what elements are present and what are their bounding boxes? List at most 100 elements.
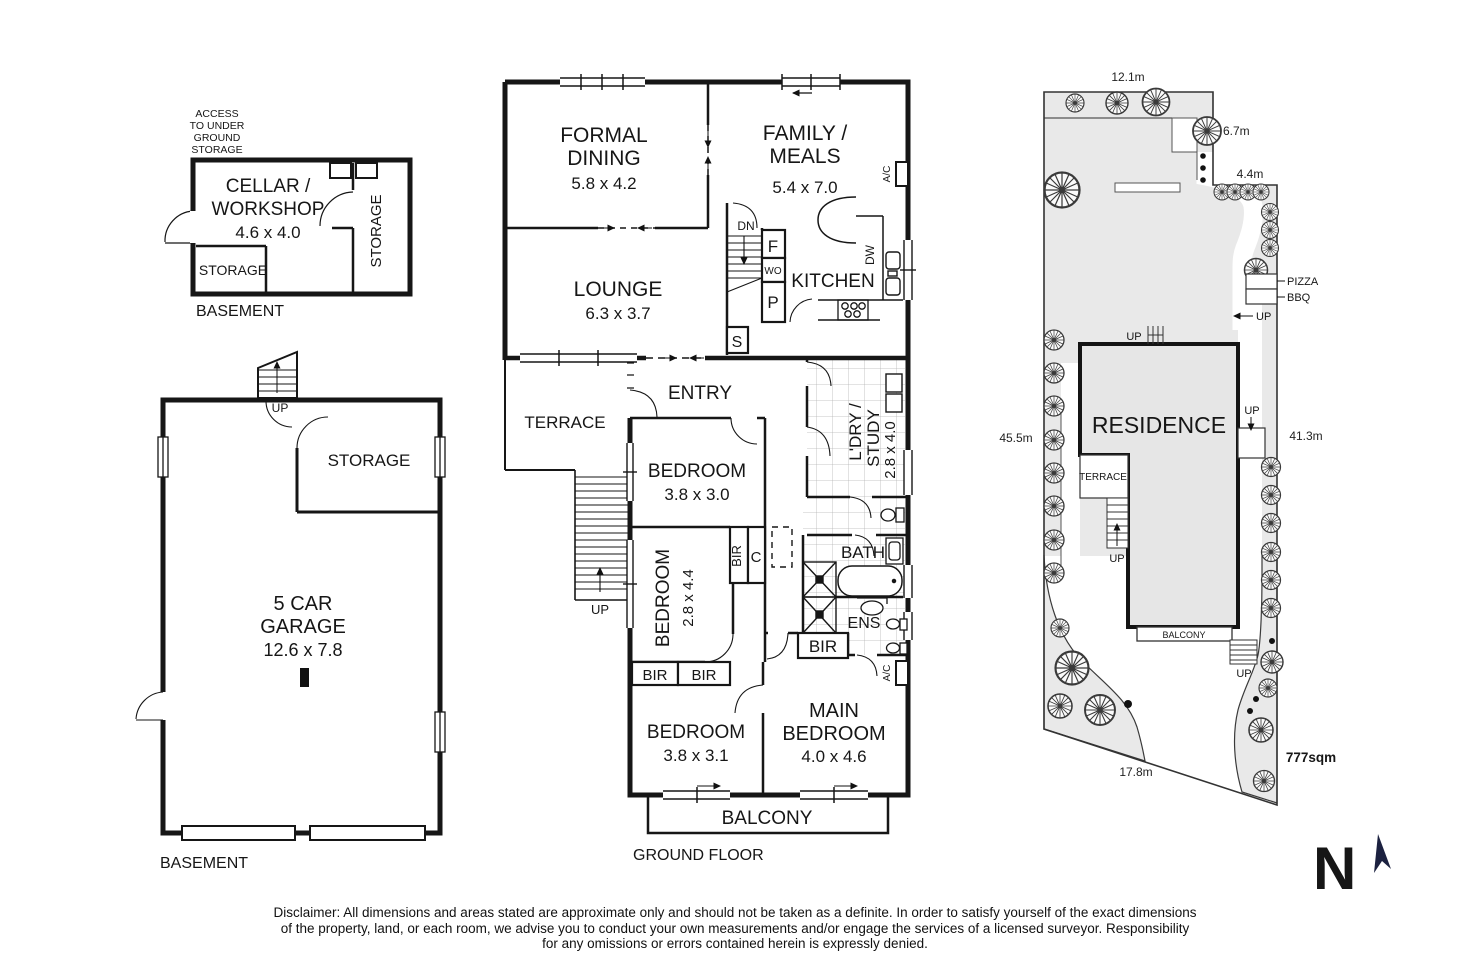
dim-right-upper: 6.7m — [1223, 124, 1250, 138]
garage-dims: 12.6 x 7.8 — [263, 640, 342, 660]
garden-bed — [1114, 182, 1181, 193]
site-terrace — [1079, 454, 1129, 499]
access-note-line3: GROUND — [194, 132, 241, 144]
garage-storage-door-arc — [296, 416, 329, 449]
site-white-left — [1061, 363, 1080, 559]
cellar-vent-2 — [355, 162, 378, 179]
storage-left-label: STORAGE — [199, 262, 267, 278]
cellar-dims: 4.6 x 4.0 — [235, 223, 300, 242]
lounge-label: LOUNGE — [574, 278, 663, 301]
balcony-label: BALCONY — [722, 808, 813, 829]
garage-outline — [160, 397, 443, 836]
site-top-stairs — [1147, 326, 1164, 344]
garage-label-line1: 5 CAR — [274, 593, 333, 615]
bedroom1-door-arc — [730, 417, 758, 445]
north-compass: N — [1313, 834, 1391, 902]
laundry-trough-icon — [885, 373, 903, 413]
basement-cellar-plan: ACCESS TO UNDER GROUND STORAGE CELLAR / … — [164, 108, 413, 320]
wall-oven-label: WO — [764, 266, 781, 277]
storage-left-wall — [196, 244, 268, 294]
garage-pillar — [300, 668, 309, 687]
bedroom1-walls — [630, 416, 765, 529]
ac-bottom-label: A/C — [882, 665, 893, 682]
site-right-up-label: UP — [1244, 405, 1259, 417]
ac-unit-bottom — [895, 660, 909, 686]
bath-door-arcs — [854, 534, 878, 677]
cellar-label-line2: WORKSHOP — [212, 199, 325, 220]
main-bed-dims: 4.0 x 4.6 — [801, 747, 866, 766]
ens-label: ENS — [848, 615, 881, 632]
store-box — [725, 325, 750, 355]
pizza-box — [1245, 273, 1278, 290]
cellar-door-gap — [190, 211, 196, 243]
pantry-column — [760, 228, 787, 324]
fridge-label: F — [768, 237, 778, 256]
site-top-up-label: UP — [1126, 331, 1141, 343]
entry-sidelight — [627, 362, 634, 389]
disclaimer-line3: for any omissions or errors contained he… — [542, 936, 928, 951]
residence-label: RESIDENCE — [1092, 412, 1226, 438]
stepping-dots — [1124, 153, 1275, 714]
site-bottom-up-label: UP — [1236, 668, 1251, 680]
family-meals-line1: FAMILY / — [763, 122, 848, 145]
bedroom1-dims: 3.8 x 3.0 — [664, 485, 729, 504]
garage-storage-walls — [295, 448, 440, 514]
cellar-label-line1: CELLAR / — [226, 176, 311, 197]
access-note: ACCESS TO UNDER GROUND STORAGE — [190, 108, 245, 156]
dim-bottom: 17.8m — [1119, 765, 1152, 779]
cellar-entry-door — [164, 210, 194, 244]
kitchen-label: KITCHEN — [791, 271, 874, 292]
storage-right-label: STORAGE — [368, 194, 385, 267]
terrace-outline — [504, 360, 575, 471]
access-note-line1: ACCESS — [195, 108, 238, 120]
lounge-window — [520, 350, 637, 366]
main-bed-label-line1: MAIN — [809, 700, 859, 722]
garage-storage-label: STORAGE — [328, 451, 411, 470]
formal-dining-line2: DINING — [567, 147, 641, 170]
front-door-arc — [629, 389, 658, 418]
wc-toilet-icon — [880, 507, 905, 523]
lounge-dims: 6.3 x 3.7 — [585, 304, 650, 323]
balcony-outline — [646, 795, 890, 835]
family-meals-dims: 5.4 x 7.0 — [772, 178, 837, 197]
dim-right-step: 4.4m — [1237, 167, 1264, 181]
up-label-ground: UP — [591, 602, 609, 617]
site-terrace-label: TERRACE — [1079, 472, 1127, 483]
dining-window — [560, 74, 645, 90]
bedroom2-dims: 2.8 x 4.4 — [680, 569, 697, 627]
vanity-icon — [885, 537, 904, 565]
basement-lower-label: BASEMENT — [160, 855, 248, 872]
ground-floor-plan: A/C A/C DN F WO P S — [502, 74, 916, 864]
dim-right: 41.3m — [1289, 429, 1322, 443]
access-note-line4: STORAGE — [191, 144, 242, 156]
bathtub-icon — [837, 565, 903, 597]
right-wall-windows — [900, 240, 916, 640]
ac-top-label: A/C — [882, 166, 893, 183]
formal-dining-line1: FORMAL — [560, 124, 648, 147]
disclaimer-line2: of the property, land, or each room, we … — [281, 921, 1190, 936]
bottom-windows — [663, 787, 868, 803]
site-terrace-stairs — [1106, 497, 1129, 549]
bedroom2-label: BEDROOM — [653, 549, 674, 647]
ground-floor-label: GROUND FLOOR — [633, 847, 764, 864]
c-closet-label: C — [751, 549, 762, 566]
dim-left: 45.5m — [999, 431, 1032, 445]
basement-upper-label: BASEMENT — [196, 303, 284, 320]
dn-label: DN — [737, 219, 754, 233]
bir-box-2 — [676, 660, 732, 687]
terrace-label: TERRACE — [524, 413, 605, 432]
north-letter: N — [1313, 835, 1356, 902]
site-landing — [1237, 427, 1266, 459]
bath-label: BATH — [841, 543, 885, 562]
bir-closet-label: BIR — [729, 545, 744, 567]
garage-label-line2: GARAGE — [260, 616, 346, 638]
disclaimer: Disclaimer: All dimensions and areas sta… — [273, 905, 1196, 951]
dim-top: 12.1m — [1111, 70, 1144, 84]
c-closet — [746, 525, 767, 585]
entry-label: ENTRY — [668, 383, 732, 404]
garage-door-1 — [181, 825, 296, 841]
access-note-line2: TO UNDER — [190, 120, 245, 132]
north-arrow-icon — [1374, 834, 1391, 873]
garage-windows — [157, 436, 446, 753]
